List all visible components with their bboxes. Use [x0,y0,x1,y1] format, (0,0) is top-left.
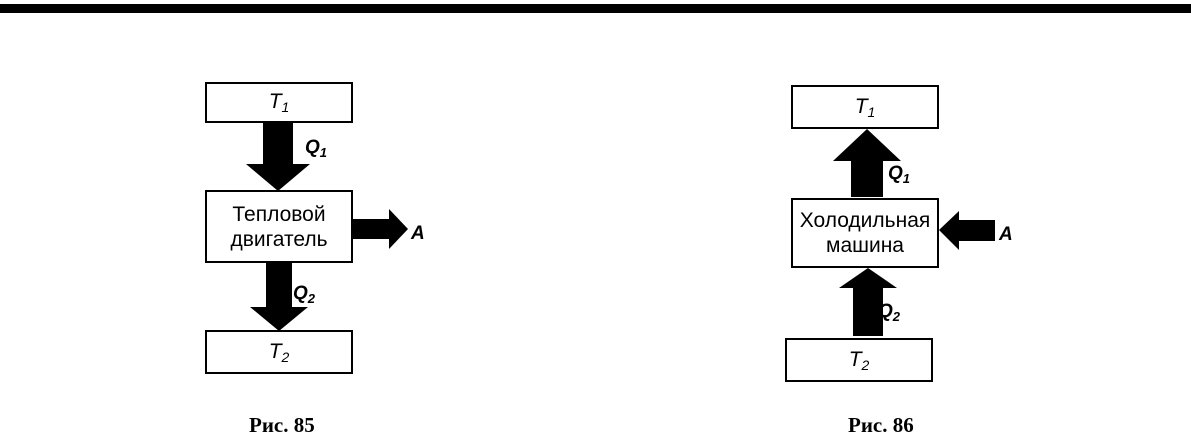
refrigerator-box: Холодильная машина [791,198,939,268]
heat-to-hot-label: Q1 [888,163,911,186]
heat-in-label: Q1 [305,137,328,160]
heat-from-cold-arrow [839,268,897,336]
heat-out-label: Q2 [293,283,316,306]
figure-86-refrigerator: T1 Q1 Холодильная машина A Q2 T2 Рис. 86 [595,0,1191,446]
figure-86-caption: Рис. 86 [848,413,914,437]
heat-in-arrow [246,123,310,191]
hot-reservoir-label: T1 [854,94,876,120]
work-in-arrow [939,211,995,250]
work-out-label: A [411,223,425,244]
work-in-label: A [999,224,1013,245]
heat-engine-label: Тепловой двигатель [230,202,328,251]
cold-reservoir-box: T2 [205,330,353,374]
work-out-arrow [353,209,408,249]
figure-85-heat-engine: T1 Q1 Тепловой двигатель A Q2 T2 Рис. 85 [0,0,595,446]
hot-reservoir-label: T1 [268,90,290,115]
heat-to-hot-arrow [833,129,901,197]
figure-85-caption: Рис. 85 [249,413,315,437]
top-rule [0,4,1191,13]
hot-reservoir-box: T1 [205,82,353,123]
hot-reservoir-box: T1 [791,85,939,129]
heat-out-arrow [250,263,308,331]
cold-reservoir-label: T2 [268,339,290,365]
refrigerator-label: Холодильная машина [799,209,931,257]
heat-from-cold-label: Q2 [878,301,901,324]
cold-reservoir-label: T2 [848,347,870,373]
cold-reservoir-box: T2 [785,338,933,382]
heat-engine-box: Тепловой двигатель [205,190,353,263]
